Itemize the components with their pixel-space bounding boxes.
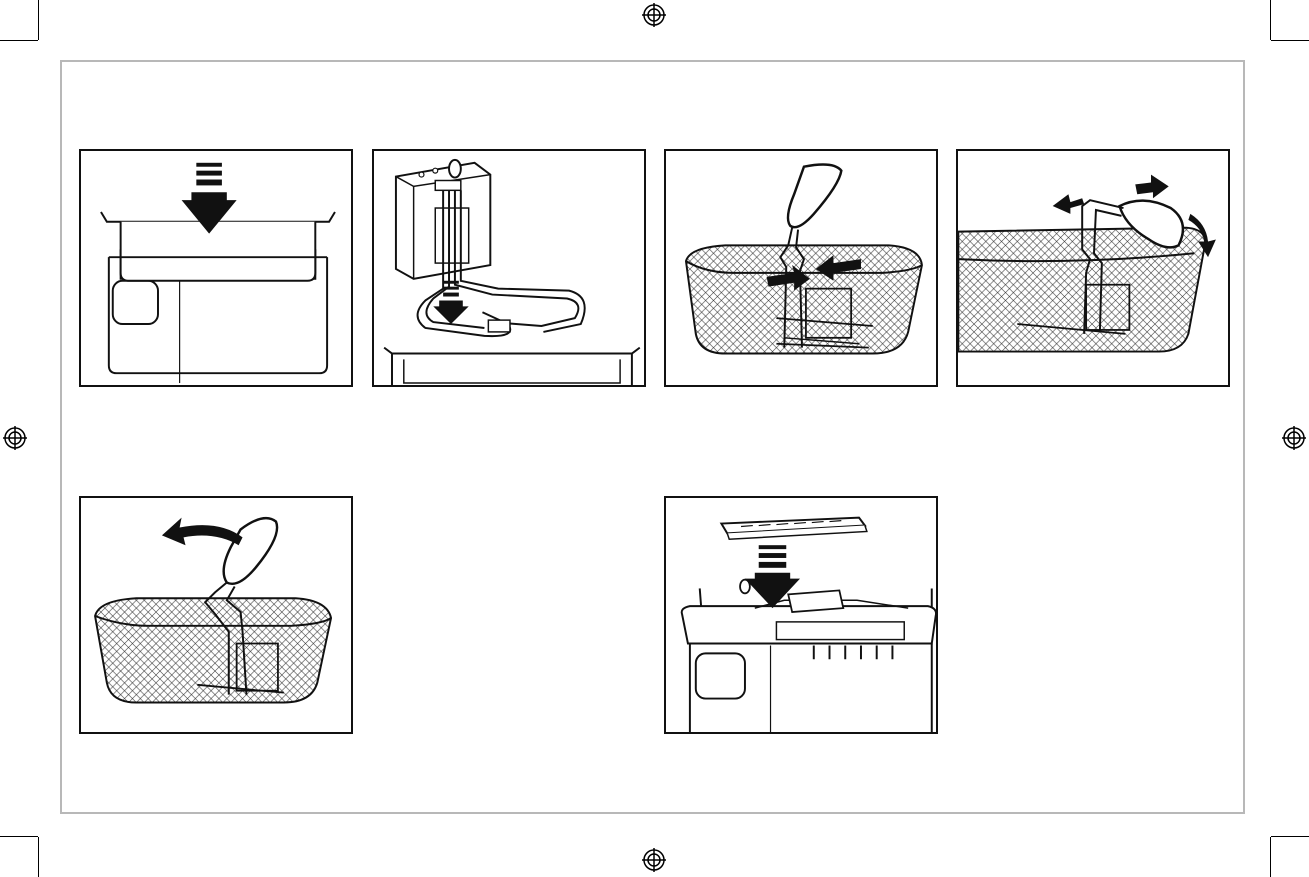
basket-slide-illustration — [958, 151, 1228, 385]
curved-arrow-icon — [162, 518, 243, 546]
crop-mark — [1270, 837, 1271, 877]
illustration-panel-2 — [372, 149, 646, 387]
left-arrow-icon — [1053, 194, 1084, 214]
crop-mark — [1271, 40, 1309, 41]
illustration-panel-3 — [664, 149, 938, 387]
basket-fold-illustration — [81, 498, 351, 732]
filter-lid-illustration — [666, 498, 936, 732]
fryer-container-illustration — [81, 151, 351, 385]
registration-mark-icon — [642, 3, 666, 27]
illustration-panel-6 — [664, 496, 938, 734]
registration-mark-icon — [3, 426, 27, 450]
registration-mark-icon — [1282, 426, 1306, 450]
illustration-panel-4 — [956, 149, 1230, 387]
registration-mark-icon — [642, 848, 666, 872]
crop-mark — [0, 40, 38, 41]
crop-mark — [0, 836, 38, 837]
crop-mark — [38, 837, 39, 877]
crop-mark — [1271, 836, 1309, 837]
crop-mark — [38, 0, 39, 40]
heating-element-illustration — [374, 151, 644, 385]
illustration-panel-1 — [79, 149, 353, 387]
crop-mark — [1270, 0, 1271, 40]
illustration-panel-5 — [79, 496, 353, 734]
basket-squeeze-illustration — [666, 151, 936, 385]
right-arrow-icon — [1135, 175, 1168, 199]
